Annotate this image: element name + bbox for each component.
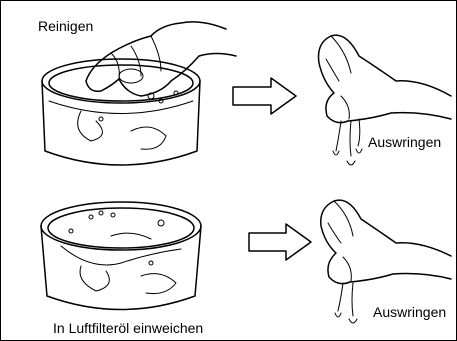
label-soak: In Luftfilteröl einweichen: [53, 321, 203, 335]
wash-bowl-top: [42, 59, 200, 165]
label-wring-bottom: Auswringen: [373, 305, 446, 319]
arrow-right-top: [233, 78, 296, 114]
label-clean: Reinigen: [38, 19, 93, 33]
label-wring-top: Auswringen: [368, 135, 441, 149]
soak-bowl-bottom: [41, 202, 201, 310]
arrow-right-bottom: [249, 224, 311, 260]
